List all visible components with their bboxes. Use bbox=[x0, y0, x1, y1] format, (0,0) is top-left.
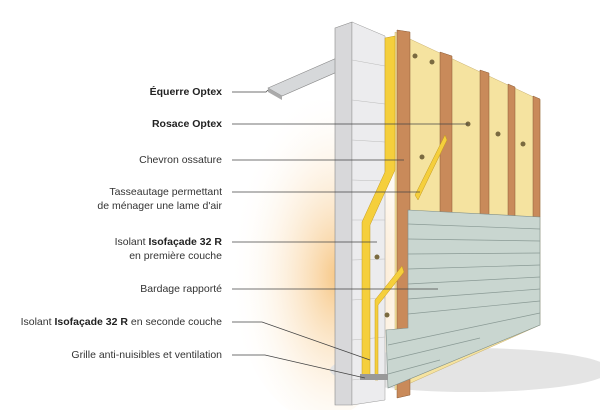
label-text: Isolant bbox=[20, 316, 55, 328]
label-chevron-ossature: Chevron ossature bbox=[139, 153, 222, 167]
label-text: Chevron ossature bbox=[139, 154, 222, 166]
label-isolant-seconde-couche: Isolant Isofaçade 32 R en seconde couche bbox=[21, 315, 222, 329]
label-text: de ménager une lame d'air bbox=[97, 200, 222, 212]
label-text: en seconde couche bbox=[128, 316, 222, 328]
label-text: en première couche bbox=[129, 250, 222, 262]
label-grille-anti-nuisibles: Grille anti-nuisibles et ventilation bbox=[71, 348, 222, 362]
cladding-bardage bbox=[385, 209, 541, 389]
masonry-wall bbox=[334, 21, 353, 406]
label-isolant-premiere-couche: Isolant Isofaçade 32 R en première couche bbox=[115, 235, 222, 263]
label-text: Rosace Optex bbox=[151, 118, 222, 130]
label-text: Isofaçade 32 R bbox=[148, 236, 222, 248]
label-equerre-optex: Équerre Optex bbox=[150, 85, 222, 99]
label-rosace-optex: Rosace Optex bbox=[152, 117, 222, 131]
grille-ventilation bbox=[360, 374, 388, 380]
label-text: Grille anti-nuisibles et ventilation bbox=[71, 349, 222, 361]
chevrons bbox=[396, 29, 541, 399]
label-text: Isofaçade 32 R bbox=[54, 316, 128, 328]
label-bardage-rapporte: Bardage rapporté bbox=[140, 282, 222, 296]
label-text: Tasseautage permettant bbox=[109, 186, 222, 198]
leader-lines bbox=[232, 89, 468, 379]
label-tasseautage: Tasseautage permettant de ménager une lam… bbox=[97, 185, 222, 213]
label-text: Isolant bbox=[114, 236, 149, 248]
label-text: Équerre Optex bbox=[149, 86, 222, 98]
label-text: Bardage rapporté bbox=[140, 283, 222, 295]
cladding-lines bbox=[387, 223, 541, 375]
